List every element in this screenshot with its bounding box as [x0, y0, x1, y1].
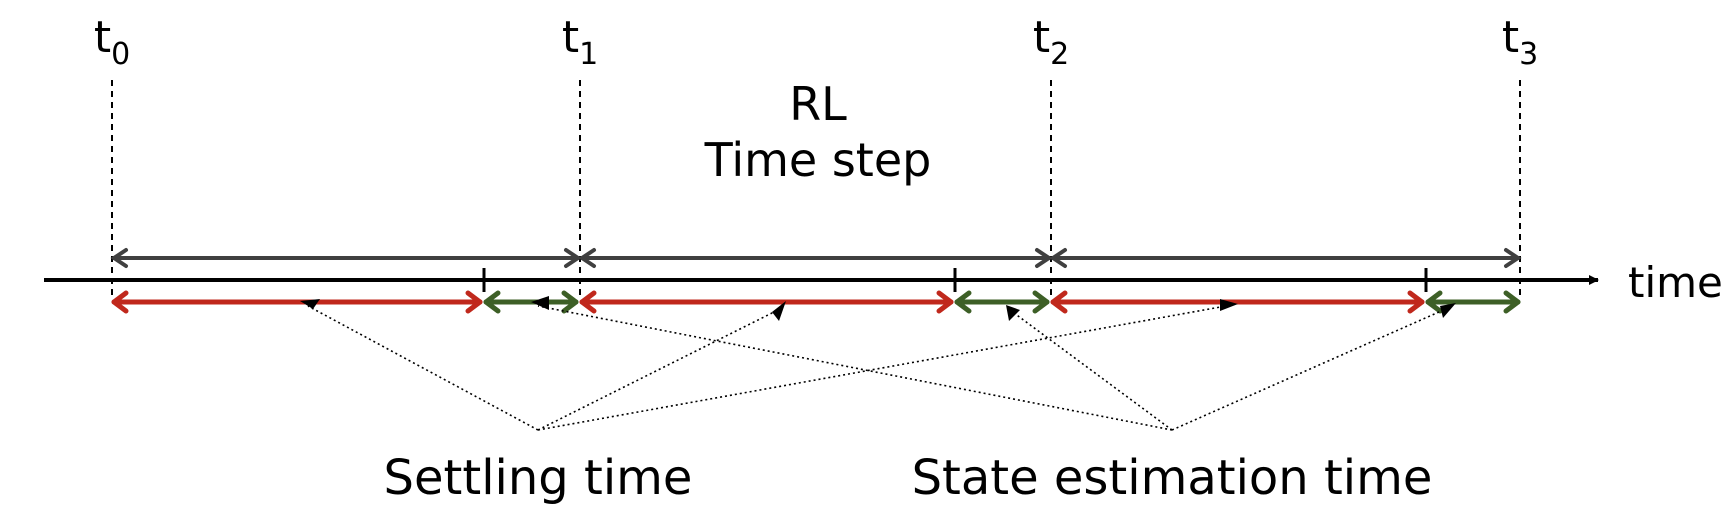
rl-step-arrow-3 — [1049, 248, 1522, 268]
settling-arrow-1 — [111, 290, 483, 314]
t1-label: t1 — [562, 12, 598, 72]
t3-label: t3 — [1502, 12, 1538, 72]
state-estimation-time-label: State estimation time — [912, 450, 1433, 506]
t0-label: t0 — [94, 12, 130, 72]
settling-arrow-2 — [579, 290, 954, 314]
state-estimation-pointer-head-1 — [531, 296, 549, 310]
state-estimation-arrow-2 — [954, 290, 1050, 314]
state-estimation-pointer-head-3 — [1440, 303, 1456, 318]
settling-pointer-head-3 — [1220, 299, 1238, 311]
state-estimation-pointer-head-2 — [1006, 305, 1020, 321]
time-axis-label: time — [1628, 258, 1723, 307]
state-estimation-arrow-3 — [1425, 290, 1521, 314]
settling-pointer-head-2 — [772, 301, 786, 321]
settling-arrow-3 — [1050, 290, 1425, 314]
rl-label: RL — [789, 77, 847, 131]
rl-step-arrow-1 — [110, 248, 582, 268]
settling-pointers — [307, 305, 1227, 431]
settling-pointer-head-1 — [300, 299, 320, 309]
settling-time-label: Settling time — [384, 450, 693, 506]
state-estimation-pointers — [537, 305, 1449, 431]
time-step-label: Time step — [704, 133, 932, 187]
rl-step-arrow-2 — [578, 248, 1053, 268]
t2-label: t2 — [1033, 12, 1069, 72]
